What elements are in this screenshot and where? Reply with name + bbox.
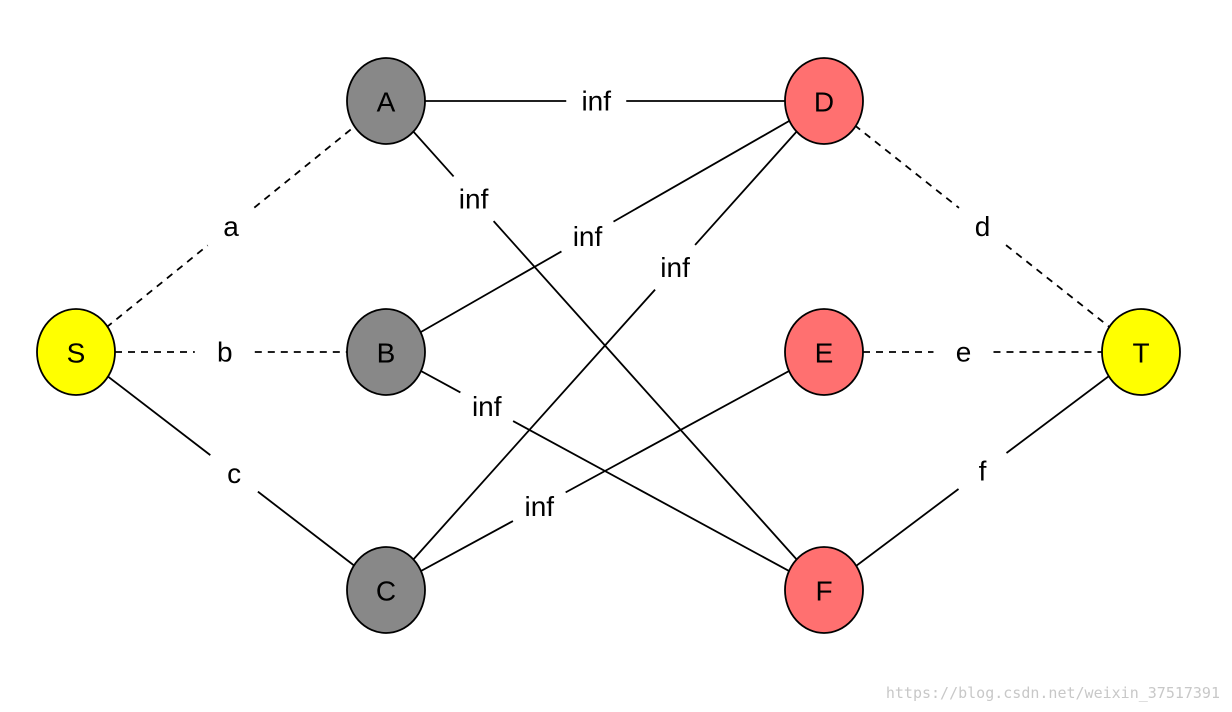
node-circle [346,57,426,145]
edge-label: inf [573,221,603,252]
edge-label: b [217,337,233,368]
edge-line-segment [492,220,825,591]
edge-label: f [979,456,987,487]
edge-b-d: inf [385,100,825,353]
node-f: F [784,546,864,634]
node-label: A [377,87,396,118]
node-e: E [784,308,864,396]
node-circle [36,308,116,396]
node-label: D [814,87,834,118]
edge-a-d: inf [386,86,824,117]
edge-f-t: f [823,351,1142,591]
node-label: E [815,338,834,369]
node-b: B [346,308,426,396]
node-label: F [815,576,832,607]
node-t: T [1101,308,1181,396]
edge-s-c: c [75,351,387,591]
nodes-layer: S A B C D E F T [36,57,1181,634]
node-d: D [784,57,864,145]
edge-label: inf [459,183,489,214]
watermark-text: https://blog.csdn.net/weixin_37517391 [885,684,1220,702]
edge-label: a [223,211,239,242]
node-s: S [36,308,116,396]
node-circle [346,546,426,634]
edge-line-segment [565,351,825,494]
edge-s-b: b [76,337,386,368]
edge-line-segment [385,289,656,591]
edge-s-a: a [75,100,387,353]
edge-label: inf [660,252,690,283]
edge-line-segment [253,100,387,209]
node-a: A [346,57,426,145]
edge-label: d [975,211,991,242]
node-c: C [346,546,426,634]
node-label: B [377,338,396,369]
edge-label: e [956,337,972,368]
node-circle [1101,308,1181,396]
edge-label: inf [581,86,611,117]
edge-label: inf [472,391,502,422]
edge-e-t: e [824,337,1141,368]
edges-layer: a b c inf inf inf inf inf inf d e f [75,86,1142,591]
node-circle [346,308,426,396]
edge-label: c [227,458,241,489]
edge-label: inf [525,491,555,522]
node-label: T [1132,338,1149,369]
node-circle [784,308,864,396]
node-label: C [376,576,396,607]
edge-d-t: d [823,100,1142,353]
node-circle [784,57,864,145]
edge-line-segment [512,420,825,591]
node-label: S [67,338,86,369]
node-circle [784,546,864,634]
edge-c-e: inf [385,351,825,591]
